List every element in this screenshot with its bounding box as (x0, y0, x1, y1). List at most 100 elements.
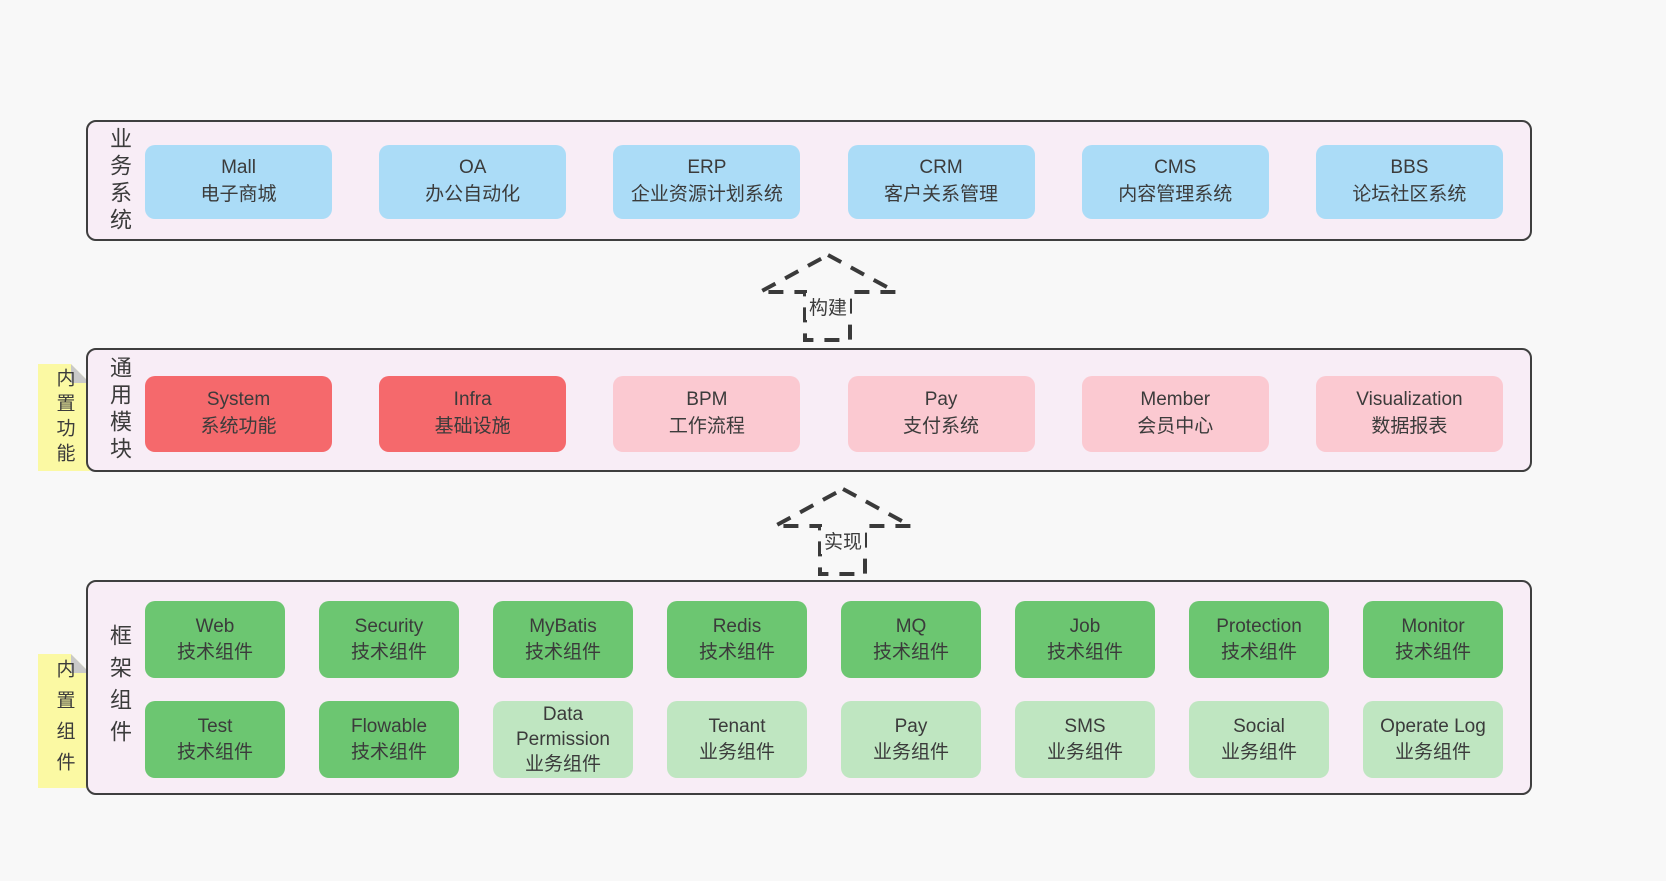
band-label-framework-components: 框架组件 (107, 623, 132, 752)
box-subtitle: 基础设施 (434, 416, 511, 437)
box-subtitle: 业务组件 (524, 754, 601, 776)
band-label-common-modules: 通用模块 (107, 356, 132, 464)
component-box-pay: Pay 业务组件 (841, 701, 981, 778)
component-box-job: Job 技术组件 (1015, 601, 1155, 678)
component-box-security: Security 技术组件 (319, 601, 459, 678)
box-subtitle: 技术组件 (350, 741, 427, 763)
box-subtitle: 系统功能 (200, 416, 277, 437)
build-arrow-label: 构建 (805, 293, 851, 320)
box-title: Flowable (350, 716, 428, 738)
module-box-mall: Mall 电子商城 (145, 145, 332, 219)
box-title: Pay (924, 389, 958, 411)
module-box-visualization: Visualization 数据报表 (1315, 376, 1503, 452)
box-subtitle: 技术组件 (524, 641, 601, 663)
component-box-mybatis: MyBatis 技术组件 (493, 601, 633, 678)
box-subtitle: 数据报表 (1371, 416, 1448, 437)
business-systems-row: Mall 电子商城 OA 办公自动化 ERP 企业资源计划系统 CRM 客户关系… (145, 145, 1503, 219)
box-subtitle: 支付系统 (903, 416, 980, 437)
common-modules-band: 通用模块 System 系统功能 Infra 基础设施 BPM 工作流程 Pay… (86, 348, 1532, 472)
box-subtitle: 技术组件 (176, 641, 253, 663)
module-box-crm: CRM 客户关系管理 (847, 145, 1035, 219)
box-subtitle: 业务组件 (698, 741, 775, 763)
box-subtitle: 技术组件 (350, 641, 427, 663)
module-box-cms: CMS 内容管理系统 (1081, 145, 1269, 219)
box-title: System (206, 389, 271, 411)
box-title: Operate Log (1380, 716, 1486, 738)
box-title: Security (354, 616, 424, 638)
box-subtitle: 工作流程 (668, 416, 745, 437)
box-subtitle: 技术组件 (1046, 641, 1123, 663)
box-title: Tenant (708, 716, 766, 738)
sticky-note-builtin-features: 内置功能 (38, 364, 90, 471)
box-title: BPM (686, 389, 728, 411)
common-modules-row: System 系统功能 Infra 基础设施 BPM 工作流程 Pay 支付系统… (145, 376, 1503, 452)
component-box-tenant: Tenant 业务组件 (667, 701, 807, 778)
box-title: Infra (453, 389, 492, 411)
up-arrow-icon (759, 252, 897, 342)
box-title: Monitor (1401, 616, 1465, 638)
framework-components-band: 框架组件 Web 技术组件 Security 技术组件 MyBatis 技术组件… (86, 580, 1532, 795)
component-box-monitor: Monitor 技术组件 (1363, 601, 1503, 678)
box-subtitle: 办公自动化 (425, 184, 521, 205)
box-subtitle: 业务组件 (1046, 741, 1123, 763)
box-subtitle: 论坛社区系统 (1352, 184, 1467, 205)
box-subtitle: 企业资源计划系统 (630, 184, 783, 205)
framework-components-row-2: Test 技术组件 Flowable 技术组件 Data Permission … (145, 701, 1503, 778)
box-title: Protection (1216, 616, 1302, 638)
module-box-oa: OA 办公自动化 (379, 145, 567, 219)
box-title: ERP (687, 157, 727, 179)
component-box-social: Social 业务组件 (1189, 701, 1329, 778)
up-arrow-icon (774, 486, 912, 576)
module-box-pay: Pay 支付系统 (847, 376, 1035, 452)
build-arrow: 构建 (757, 252, 899, 344)
component-box-protection: Protection 技术组件 (1189, 601, 1329, 678)
box-subtitle: 技术组件 (1220, 641, 1297, 663)
module-box-infra: Infra 基础设施 (379, 376, 567, 452)
framework-components-row-1: Web 技术组件 Security 技术组件 MyBatis 技术组件 Redi… (145, 601, 1503, 678)
box-title: CMS (1154, 157, 1197, 179)
component-box-test: Test 技术组件 (145, 701, 285, 778)
box-title: Data Permission (516, 703, 610, 750)
component-box-mq: MQ 技术组件 (841, 601, 981, 678)
module-box-bpm: BPM 工作流程 (613, 376, 801, 452)
module-box-member: Member 会员中心 (1081, 376, 1269, 452)
box-subtitle: 会员中心 (1137, 416, 1214, 437)
box-subtitle: 内容管理系统 (1118, 184, 1233, 205)
box-title: Pay (894, 716, 928, 738)
component-box-redis: Redis 技术组件 (667, 601, 807, 678)
implement-arrow-label: 实现 (820, 527, 866, 554)
module-box-erp: ERP 企业资源计划系统 (613, 145, 801, 219)
box-title: OA (458, 157, 487, 179)
box-title: Member (1140, 389, 1211, 411)
sticky-note-text: 内置组件 (53, 659, 75, 783)
box-subtitle: 业务组件 (1394, 741, 1471, 763)
module-box-bbs: BBS 论坛社区系统 (1315, 145, 1503, 219)
box-subtitle: 技术组件 (698, 641, 775, 663)
box-title: Redis (712, 616, 762, 638)
business-systems-band: 业务系统 Mall 电子商城 OA 办公自动化 ERP 企业资源计划系统 CRM… (86, 120, 1532, 241)
box-title: Visualization (1356, 389, 1463, 411)
box-subtitle: 业务组件 (1220, 741, 1297, 763)
box-title: Mall (221, 157, 256, 179)
box-subtitle: 业务组件 (872, 741, 949, 763)
box-title: Job (1069, 616, 1101, 638)
component-box-operate-log: Operate Log 业务组件 (1363, 701, 1503, 778)
component-box-data-permission: Data Permission 业务组件 (493, 701, 633, 778)
component-box-web: Web 技术组件 (145, 601, 285, 678)
box-title: Test (197, 716, 233, 738)
implement-arrow: 实现 (772, 486, 914, 578)
sticky-note-text: 内置功能 (53, 367, 75, 468)
box-subtitle: 技术组件 (176, 741, 253, 763)
box-title: MQ (895, 616, 927, 638)
box-subtitle: 电子商城 (200, 184, 277, 205)
module-box-system: System 系统功能 (145, 376, 332, 452)
sticky-note-builtin-components: 内置组件 (38, 654, 90, 788)
box-subtitle: 技术组件 (872, 641, 949, 663)
box-title: Web (195, 616, 235, 638)
box-subtitle: 技术组件 (1394, 641, 1471, 663)
box-title: CRM (919, 157, 963, 179)
box-title: MyBatis (529, 616, 597, 638)
component-box-flowable: Flowable 技术组件 (319, 701, 459, 778)
box-subtitle: 客户关系管理 (884, 184, 999, 205)
component-box-sms: SMS 业务组件 (1015, 701, 1155, 778)
